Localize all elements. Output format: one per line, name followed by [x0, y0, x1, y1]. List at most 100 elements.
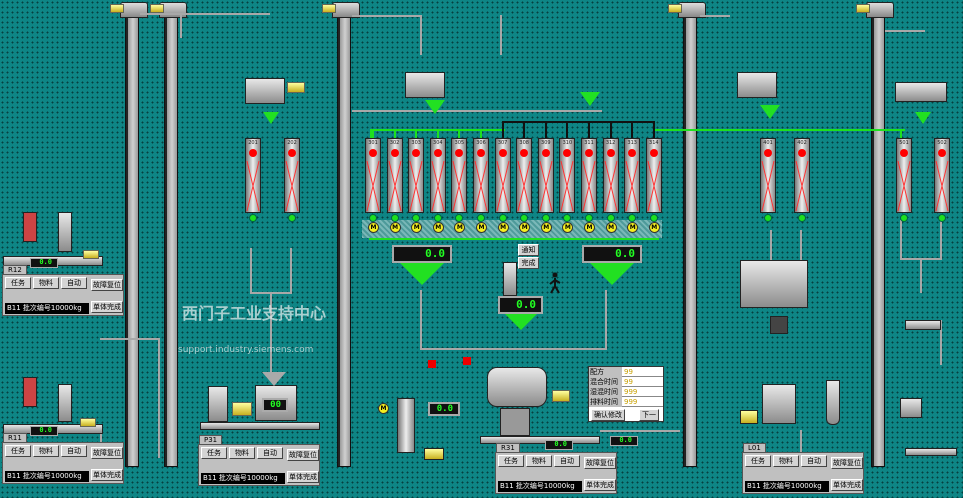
elevator-motor-icon[interactable]	[150, 4, 164, 13]
param-value-input[interactable]: 99	[622, 367, 663, 377]
material-button[interactable]: 物料	[33, 445, 59, 457]
grader[interactable]	[895, 82, 947, 102]
distributor-icon[interactable]	[425, 100, 445, 114]
material-button[interactable]: 物料	[229, 447, 255, 459]
cooler-motor[interactable]	[770, 316, 788, 334]
auto-button[interactable]: 自动	[61, 277, 87, 289]
feeder-status-icon[interactable]	[900, 214, 908, 222]
conveyor-motor-icon[interactable]	[83, 250, 99, 259]
fault-reset-button[interactable]: 故障复位	[91, 447, 123, 459]
grader-sifter[interactable]	[740, 260, 808, 308]
ingredient-bin[interactable]: 305	[451, 138, 468, 213]
ingredient-bin[interactable]: 311	[581, 138, 597, 213]
ingredient-bin[interactable]: 309	[537, 138, 554, 213]
feeder-status-icon[interactable]	[433, 214, 442, 222]
feeder-status-icon[interactable]	[520, 214, 529, 222]
feeder-status-icon[interactable]	[390, 214, 399, 222]
control-cabinet[interactable]	[58, 384, 72, 422]
feeder-status-icon[interactable]	[563, 214, 572, 222]
ingredient-bin[interactable]: 202	[284, 138, 300, 213]
task-button[interactable]: 任务	[498, 455, 524, 467]
ingredient-bin[interactable]: 310	[559, 138, 576, 213]
feeder-motor-icon[interactable]: M	[562, 222, 574, 233]
packer[interactable]	[900, 398, 922, 418]
elevator-motor-icon[interactable]	[856, 4, 870, 13]
screw-conveyor[interactable]	[200, 422, 320, 430]
feeder-status-icon[interactable]	[606, 214, 615, 222]
hand-add-scale[interactable]: 0.0	[498, 296, 543, 330]
feeder-status-icon[interactable]	[628, 214, 637, 222]
single-complete-button[interactable]: 单体完成	[287, 471, 319, 483]
feeder-status-icon[interactable]	[798, 214, 806, 222]
param-value-input[interactable]: 99	[622, 377, 663, 387]
fault-reset-button[interactable]: 故障复位	[831, 457, 863, 469]
elevator-motor-icon[interactable]	[668, 4, 682, 13]
ingredient-bin[interactable]: 308	[516, 138, 533, 213]
liquid-tank[interactable]	[397, 398, 415, 453]
single-complete-button[interactable]: 单体完成	[584, 479, 616, 491]
feeder-motor-icon[interactable]: M	[411, 222, 423, 233]
feeder-status-icon[interactable]	[477, 214, 485, 222]
feeder-motor-icon[interactable]: M	[540, 222, 552, 233]
ingredient-bin[interactable]: 307	[494, 138, 511, 213]
ingredient-bin[interactable]: 312	[602, 138, 619, 213]
confirm-button[interactable]: 确认修改	[591, 409, 625, 421]
auto-button[interactable]: 自动	[257, 447, 283, 459]
pulverizer-motor-icon[interactable]	[287, 82, 305, 93]
material-button[interactable]: 物料	[773, 455, 799, 467]
ingredient-bin[interactable]: 304	[429, 138, 446, 213]
feeder-motor-icon[interactable]: M	[476, 222, 487, 233]
finish-button[interactable]: 完成	[518, 257, 539, 269]
dryer[interactable]	[762, 384, 796, 424]
mixer[interactable]	[487, 367, 547, 407]
bucket-elevator-1[interactable]	[125, 12, 139, 467]
feeder-motor-icon[interactable]: M	[627, 222, 639, 233]
ingredient-bin[interactable]: 303	[408, 138, 425, 213]
fault-reset-button[interactable]: 故障复位	[287, 449, 319, 461]
fault-reset-button[interactable]: 故障复位	[91, 279, 123, 291]
pellet-motor-icon[interactable]	[232, 402, 252, 416]
ingredient-bin[interactable]: 401	[760, 138, 776, 213]
feeder-status-icon[interactable]	[585, 214, 593, 222]
feeder-status-icon[interactable]	[541, 214, 550, 222]
feeder-status-icon[interactable]	[369, 214, 377, 222]
bagging-conveyor[interactable]	[905, 448, 957, 456]
feeder-motor-icon[interactable]: M	[519, 222, 531, 233]
feeder-status-icon[interactable]	[649, 214, 658, 222]
ingredient-bin[interactable]: 502	[934, 138, 950, 213]
fault-reset-button[interactable]: 故障复位	[584, 457, 616, 469]
distributor-icon[interactable]	[915, 112, 931, 124]
ingredient-bin[interactable]: 314	[645, 138, 662, 213]
material-button[interactable]: 物料	[33, 277, 59, 289]
bucket-elevator-3[interactable]	[337, 12, 351, 467]
feeder-status-icon[interactable]	[412, 214, 421, 222]
control-cabinet[interactable]	[58, 212, 72, 252]
pulverizer[interactable]	[405, 72, 445, 98]
liquid-pump[interactable]	[424, 448, 444, 460]
elevator-motor-icon[interactable]	[322, 4, 336, 13]
param-value-input[interactable]: 999	[622, 387, 663, 397]
fan[interactable]	[740, 410, 758, 424]
feeder-motor-icon[interactable]: M	[368, 222, 379, 233]
auto-button[interactable]: 自动	[554, 455, 580, 467]
single-complete-button[interactable]: 单体完成	[831, 479, 863, 491]
bucket-elevator-2[interactable]	[164, 12, 178, 467]
feeder-status-icon[interactable]	[938, 214, 946, 222]
param-value-input[interactable]: 999	[622, 397, 663, 407]
ingredient-bin[interactable]: 302	[386, 138, 403, 213]
task-button[interactable]: 任务	[5, 445, 31, 457]
feeder-motor-icon[interactable]: M	[605, 222, 617, 233]
valve-icon[interactable]: M	[378, 403, 389, 414]
feeder-status-icon[interactable]	[288, 214, 296, 222]
task-button[interactable]: 任务	[201, 447, 227, 459]
feeder-status-icon[interactable]	[455, 214, 464, 222]
feeder-motor-icon[interactable]: M	[497, 222, 509, 233]
ingredient-bin[interactable]: 306	[473, 138, 489, 213]
vibrating-screen[interactable]	[905, 320, 941, 330]
notify-button[interactable]: 通知	[518, 244, 539, 256]
feeder-motor-icon[interactable]: M	[432, 222, 444, 233]
auto-button[interactable]: 自动	[801, 455, 827, 467]
dosing-bin[interactable]	[23, 377, 37, 407]
task-button[interactable]: 任务	[5, 277, 31, 289]
cyclone[interactable]	[826, 380, 840, 425]
